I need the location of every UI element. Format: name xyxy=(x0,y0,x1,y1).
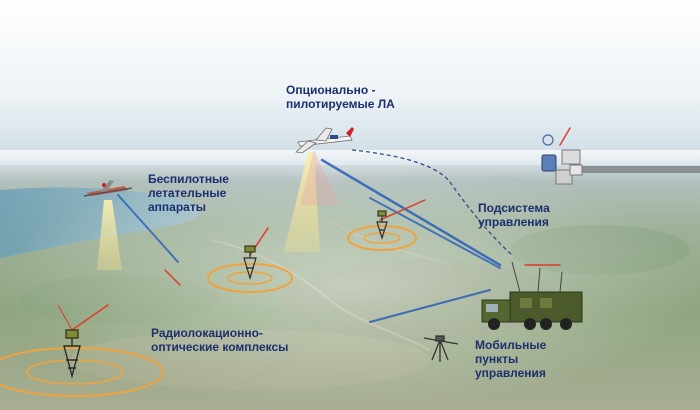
radar-tower-icon xyxy=(63,329,81,379)
mobile-points-label: Мобильные пункты управления xyxy=(475,338,546,380)
radar-optical-label-line1: Радиолокационно- xyxy=(151,326,263,340)
optional-aircraft-label-line2: пилотируемые ЛА xyxy=(286,97,395,111)
light-aircraft-icon xyxy=(295,127,354,154)
mobile-points-label-line2: пункты xyxy=(475,352,519,366)
optional-aircraft-label-line1: Опционально - xyxy=(286,83,376,97)
aircraft-beam xyxy=(284,152,320,252)
mobile-points-label-line3: управления xyxy=(475,366,546,380)
control-subsystem-label-line1: Подсистема xyxy=(478,201,550,215)
horizon-band xyxy=(580,166,700,173)
radar-tower-icon xyxy=(243,245,257,281)
optional-aircraft-label: Опционально - пилотируемые ЛА xyxy=(286,83,395,111)
blue-links xyxy=(117,158,502,323)
mobile-points-label-line1: Мобильные xyxy=(475,338,547,352)
uav-beam xyxy=(97,200,122,270)
military-truck-icon xyxy=(481,261,583,330)
flight-path xyxy=(351,149,513,256)
satellite-icon xyxy=(541,134,583,185)
radar-tower-icon xyxy=(376,210,388,241)
tripod-drone-icon xyxy=(423,335,459,362)
radar-optical-label-line2: оптические комплексы xyxy=(151,340,289,354)
uav-label-line1: Беспилотные xyxy=(148,172,229,186)
uav-label-line3: аппараты xyxy=(148,200,206,214)
uav-drone-icon xyxy=(83,180,133,197)
uav-label-line2: летательные xyxy=(148,186,227,200)
control-subsystem-label: Подсистема управления xyxy=(478,201,550,229)
radar-optical-label: Радиолокационно- оптические комплексы xyxy=(151,326,288,354)
control-subsystem-label-line2: управления xyxy=(478,215,549,229)
uav-label: Беспилотные летательные аппараты xyxy=(148,172,229,214)
